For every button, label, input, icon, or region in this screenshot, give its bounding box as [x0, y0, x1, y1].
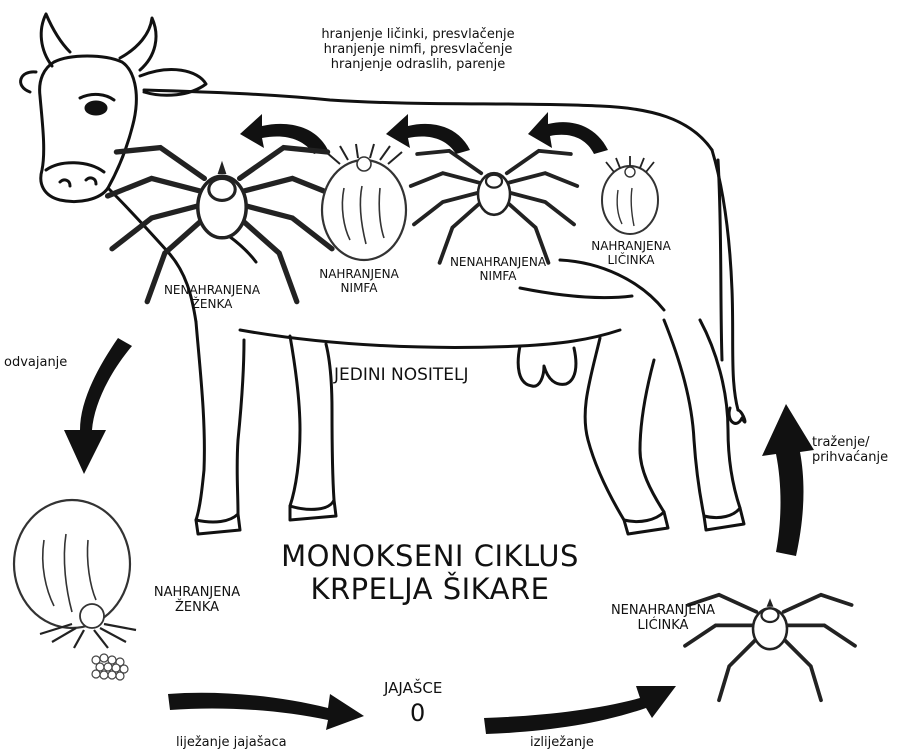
label-unfed-female-top-line-2: ŽENKA	[152, 298, 272, 312]
label-egg-laying: liježanje jajašaca	[176, 736, 287, 751]
egg-cluster	[92, 654, 128, 680]
tick-fed-female	[14, 500, 136, 680]
label-unfed-nymph-line-1: NENAHRANJENA	[438, 256, 558, 270]
cow-rear-leg-2	[664, 320, 740, 518]
label-fed-female-line-1: NAHRANJENA	[132, 586, 262, 601]
arrow-nymph-to-nymph	[386, 114, 470, 154]
tick-fed-nymph	[322, 144, 406, 260]
label-fed-female: NAHRANJENA ŽENKA	[132, 586, 262, 616]
label-questing-line-2: prihvaćanje	[812, 451, 898, 466]
cow-tail	[712, 150, 738, 410]
cow-udder	[518, 346, 576, 386]
label-unfed-larva-line-2: LIĆINKA	[598, 619, 728, 634]
label-unfed-nymph: NENAHRANJENA NIMFA	[438, 256, 558, 284]
tick-unfed-female-top	[108, 148, 337, 302]
label-unfed-female-top: NENAHRANJENA ŽENKA	[152, 284, 272, 312]
label-fed-nymph-line-1: NAHRANJENA	[304, 268, 414, 282]
host-label: JEDINI NOSITELJ	[334, 366, 469, 386]
label-fed-nymph-line-2: NIMFA	[304, 282, 414, 296]
diagram-title: MONOKSENI CIKLUS KRPELJA ŠIKARE	[250, 540, 610, 607]
label-fed-female-line-2: ŽENKA	[132, 601, 262, 616]
arrow-questing	[762, 404, 814, 556]
top-note-line-3: hranjenje odraslih, parenje	[278, 58, 558, 73]
cow-belly	[240, 330, 620, 347]
arrow-drop-off	[64, 338, 132, 474]
label-fed-larva: NAHRANJENA LIČINKA	[576, 240, 686, 268]
arrow-hatching	[484, 686, 676, 734]
cow-front-leg-2	[290, 336, 334, 509]
cow-eye	[86, 102, 106, 114]
label-unfed-larva: NENAHRANJENA LIĆINKA	[598, 604, 728, 634]
label-unfed-female-top-line-1: NENAHRANJENA	[152, 284, 272, 298]
tick-unfed-nymph	[411, 151, 577, 263]
arrow-larva-to-nymph	[528, 112, 608, 154]
arrow-egg-laying	[168, 693, 364, 730]
cow-front-leg-1	[196, 322, 244, 522]
top-note-line-2: hranjenje nimfi, presvlačenje	[278, 43, 558, 58]
tick-fed-larva	[602, 156, 658, 234]
label-fed-larva-line-1: NAHRANJENA	[576, 240, 686, 254]
label-fed-nymph: NAHRANJENA NIMFA	[304, 268, 414, 296]
label-drop-off: odvajanje	[4, 356, 67, 371]
title-line-2: KRPELJA ŠIKARE	[250, 573, 610, 606]
label-unfed-larva-line-1: NENAHRANJENA	[598, 604, 728, 619]
title-line-1: MONOKSENI CIKLUS	[250, 540, 610, 573]
label-fed-larva-line-2: LIČINKA	[576, 254, 686, 268]
label-questing-line-1: traženje/	[812, 436, 898, 451]
label-egg: JAJAŠCE	[384, 680, 442, 697]
cow-muzzle	[46, 163, 104, 172]
label-unfed-nymph-line-2: NIMFA	[438, 270, 558, 284]
top-note: hranjenje ličinki, presvlačenje hranjenj…	[278, 28, 558, 73]
label-hatching: izliježanje	[530, 736, 594, 751]
egg-glyph: 0	[410, 700, 425, 728]
label-questing: traženje/ prihvaćanje	[812, 436, 898, 466]
cow-horn-right	[120, 18, 156, 70]
cow-back	[144, 90, 712, 150]
top-note-line-1: hranjenje ličinki, presvlačenje	[278, 28, 558, 43]
cow-rear-leg-1	[585, 338, 664, 522]
